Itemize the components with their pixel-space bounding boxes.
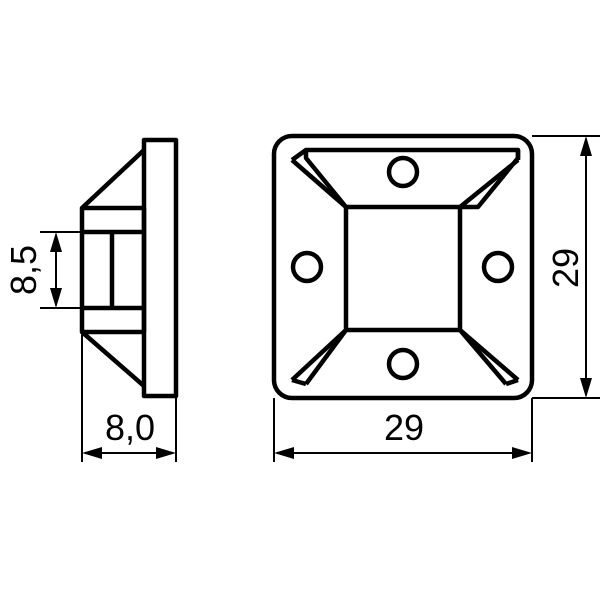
dimension-label-side-width: 8,0 bbox=[105, 407, 155, 448]
dimension-front-height: 29 bbox=[532, 135, 600, 399]
arm-edge-br bbox=[505, 377, 519, 387]
arm-edge-tl bbox=[290, 148, 308, 162]
arrowhead bbox=[50, 288, 62, 308]
dimension-label-front-height: 29 bbox=[545, 248, 586, 288]
mount-hole-top bbox=[386, 155, 420, 189]
side-view bbox=[79, 137, 179, 399]
arrowhead bbox=[274, 447, 294, 459]
cross-arm-bottom bbox=[304, 327, 508, 386]
mount-hole-bottom bbox=[386, 347, 420, 381]
dimension-label-side-height: 8,5 bbox=[3, 245, 44, 295]
arrowhead bbox=[156, 447, 176, 459]
side-base-plate bbox=[141, 137, 179, 399]
arrowhead bbox=[580, 136, 592, 156]
mount-hole-right bbox=[481, 250, 515, 284]
dimension-side-height: 8,5 bbox=[3, 231, 84, 309]
arm-edge-bl bbox=[291, 377, 307, 387]
cross-arm-top-right bbox=[457, 158, 520, 382]
mount-hole-left bbox=[290, 250, 324, 284]
arrowhead bbox=[50, 232, 62, 252]
side-body-outline bbox=[79, 148, 146, 388]
mount-outline bbox=[271, 133, 535, 401]
arrowhead bbox=[580, 378, 592, 398]
cross-arm-top-left bbox=[290, 158, 349, 382]
dimension-front-width: 29 bbox=[273, 398, 533, 462]
arrowhead bbox=[512, 447, 532, 459]
arrowhead bbox=[82, 447, 102, 459]
dimension-label-front-width: 29 bbox=[384, 407, 424, 448]
dimension-side-width: 8,0 bbox=[81, 332, 177, 462]
front-view bbox=[271, 133, 535, 401]
